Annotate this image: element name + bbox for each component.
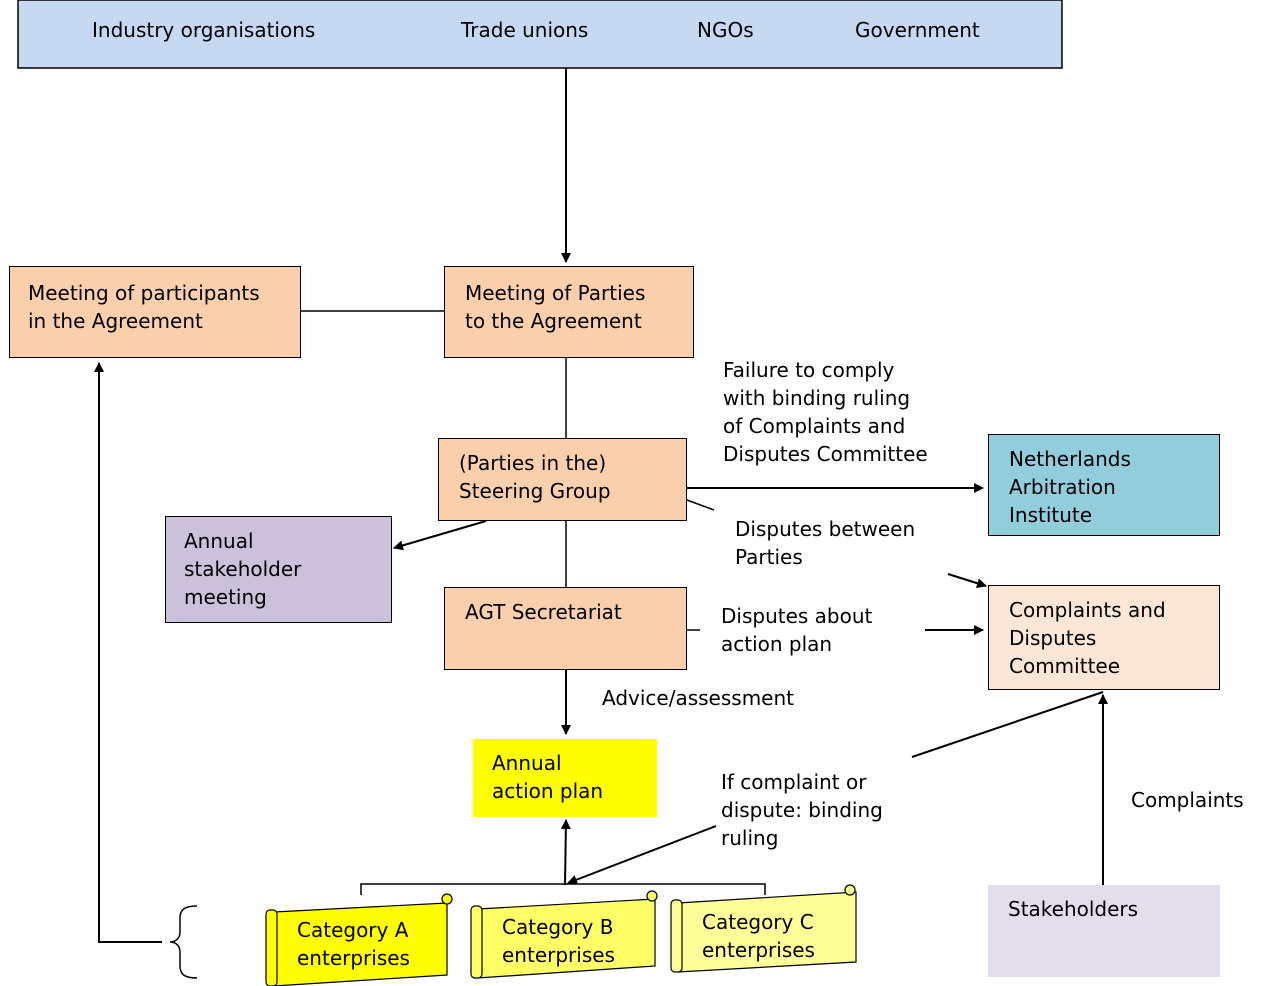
arrow-steering-to-stakeholder-meeting — [393, 520, 487, 551]
disputes-between-parties-label: Disputes between Parties — [735, 517, 916, 569]
annual-stakeholder-meeting-box: Annual stakeholder meeting — [165, 516, 392, 623]
group-industry-organisations: Industry organisations — [92, 18, 316, 42]
arrow-disputes-between-parties — [947, 573, 987, 589]
scroll-category-a — [265, 893, 453, 986]
category-a-label: Category A enterprises — [297, 918, 410, 970]
advice-assessment-label: Advice/assessment — [602, 686, 795, 710]
line-committee-ruling — [911, 691, 1104, 758]
agt-secretariat-box: AGT Secretariat — [444, 587, 687, 670]
participants-meeting-box: Meeting of participants in the Agreement — [9, 266, 301, 358]
disputes-action-plan-label: Disputes about action plan — [721, 604, 873, 656]
categories-bracket — [360, 883, 766, 895]
category-b-label: Category B enterprises — [502, 915, 615, 967]
steering-group-box: (Parties in the) Steering Group — [438, 438, 687, 521]
scroll-category-c — [670, 884, 857, 973]
stakeholder-groups-bar — [17, 0, 1063, 69]
curly-brace — [169, 905, 198, 979]
stakeholders-box: Stakeholders — [988, 885, 1220, 977]
arrow-categories-to-action-plan — [560, 819, 571, 886]
binding-ruling-label: If complaint or dispute: binding ruling — [721, 770, 883, 850]
failure-to-comply-label: Failure to comply with binding ruling of… — [723, 358, 928, 466]
parties-meeting-box: Meeting of Parties to the Agreement — [444, 266, 694, 358]
complaints-label: Complaints — [1131, 788, 1244, 812]
group-ngos: NGOs — [697, 18, 754, 42]
complaints-committee-box: Complaints and Disputes Committee — [988, 585, 1220, 690]
arbitration-institute-box: Netherlands Arbitration Institute — [988, 434, 1220, 536]
arrow-categories-to-participants — [94, 362, 162, 943]
category-c-label: Category C enterprises — [702, 910, 815, 962]
arrow-ruling-to-categories — [567, 825, 717, 885]
group-trade-unions: Trade unions — [461, 18, 589, 42]
line-disputes-between-parties-start — [686, 499, 715, 511]
group-government: Government — [855, 18, 980, 42]
annual-action-plan-box: Annual action plan — [473, 739, 657, 817]
scroll-category-b — [470, 890, 658, 979]
